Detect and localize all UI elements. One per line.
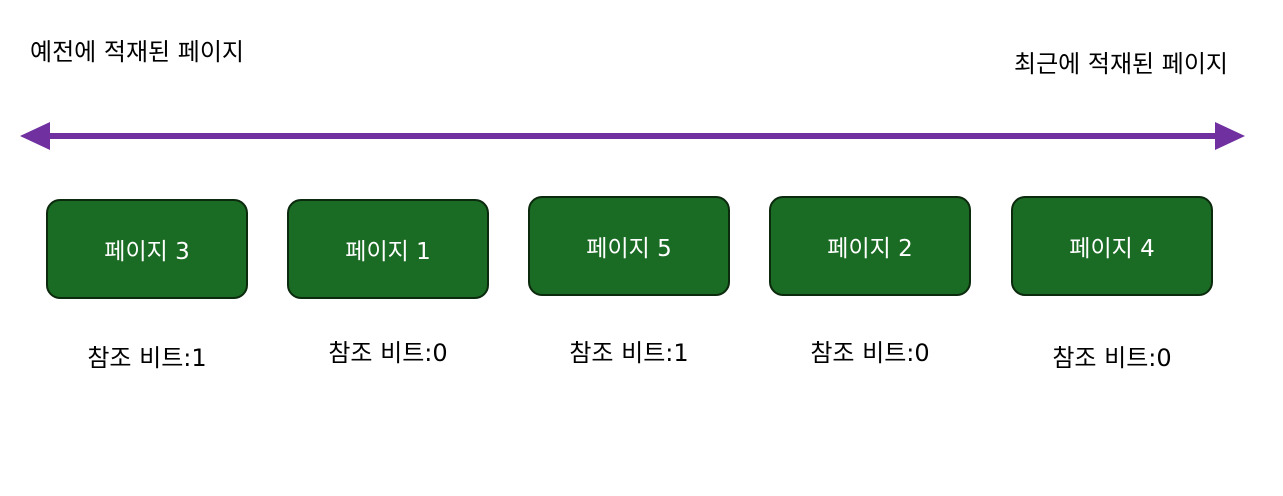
reference-bit-label-1: 참조 비트:1 — [87, 344, 207, 372]
page-box-3: 페이지 5 — [528, 196, 730, 296]
page-box-2: 페이지 1 — [287, 199, 489, 299]
older-pages-label: 예전에 적재된 페이지 — [30, 38, 244, 66]
arrow-head-left — [20, 122, 50, 150]
reference-bit-label-5: 참조 비트:0 — [1052, 344, 1172, 372]
reference-bit-label-2: 참조 비트:0 — [328, 339, 448, 367]
timeline-double-arrow — [20, 122, 1245, 150]
page-box-5: 페이지 4 — [1011, 196, 1213, 296]
page-box-1: 페이지 3 — [46, 199, 248, 299]
page-box-4: 페이지 2 — [769, 196, 971, 296]
arrow-head-right — [1215, 122, 1245, 150]
newer-pages-label: 최근에 적재된 페이지 — [1014, 50, 1228, 78]
reference-bit-label-3: 참조 비트:1 — [569, 339, 689, 367]
reference-bit-label-4: 참조 비트:0 — [810, 339, 930, 367]
